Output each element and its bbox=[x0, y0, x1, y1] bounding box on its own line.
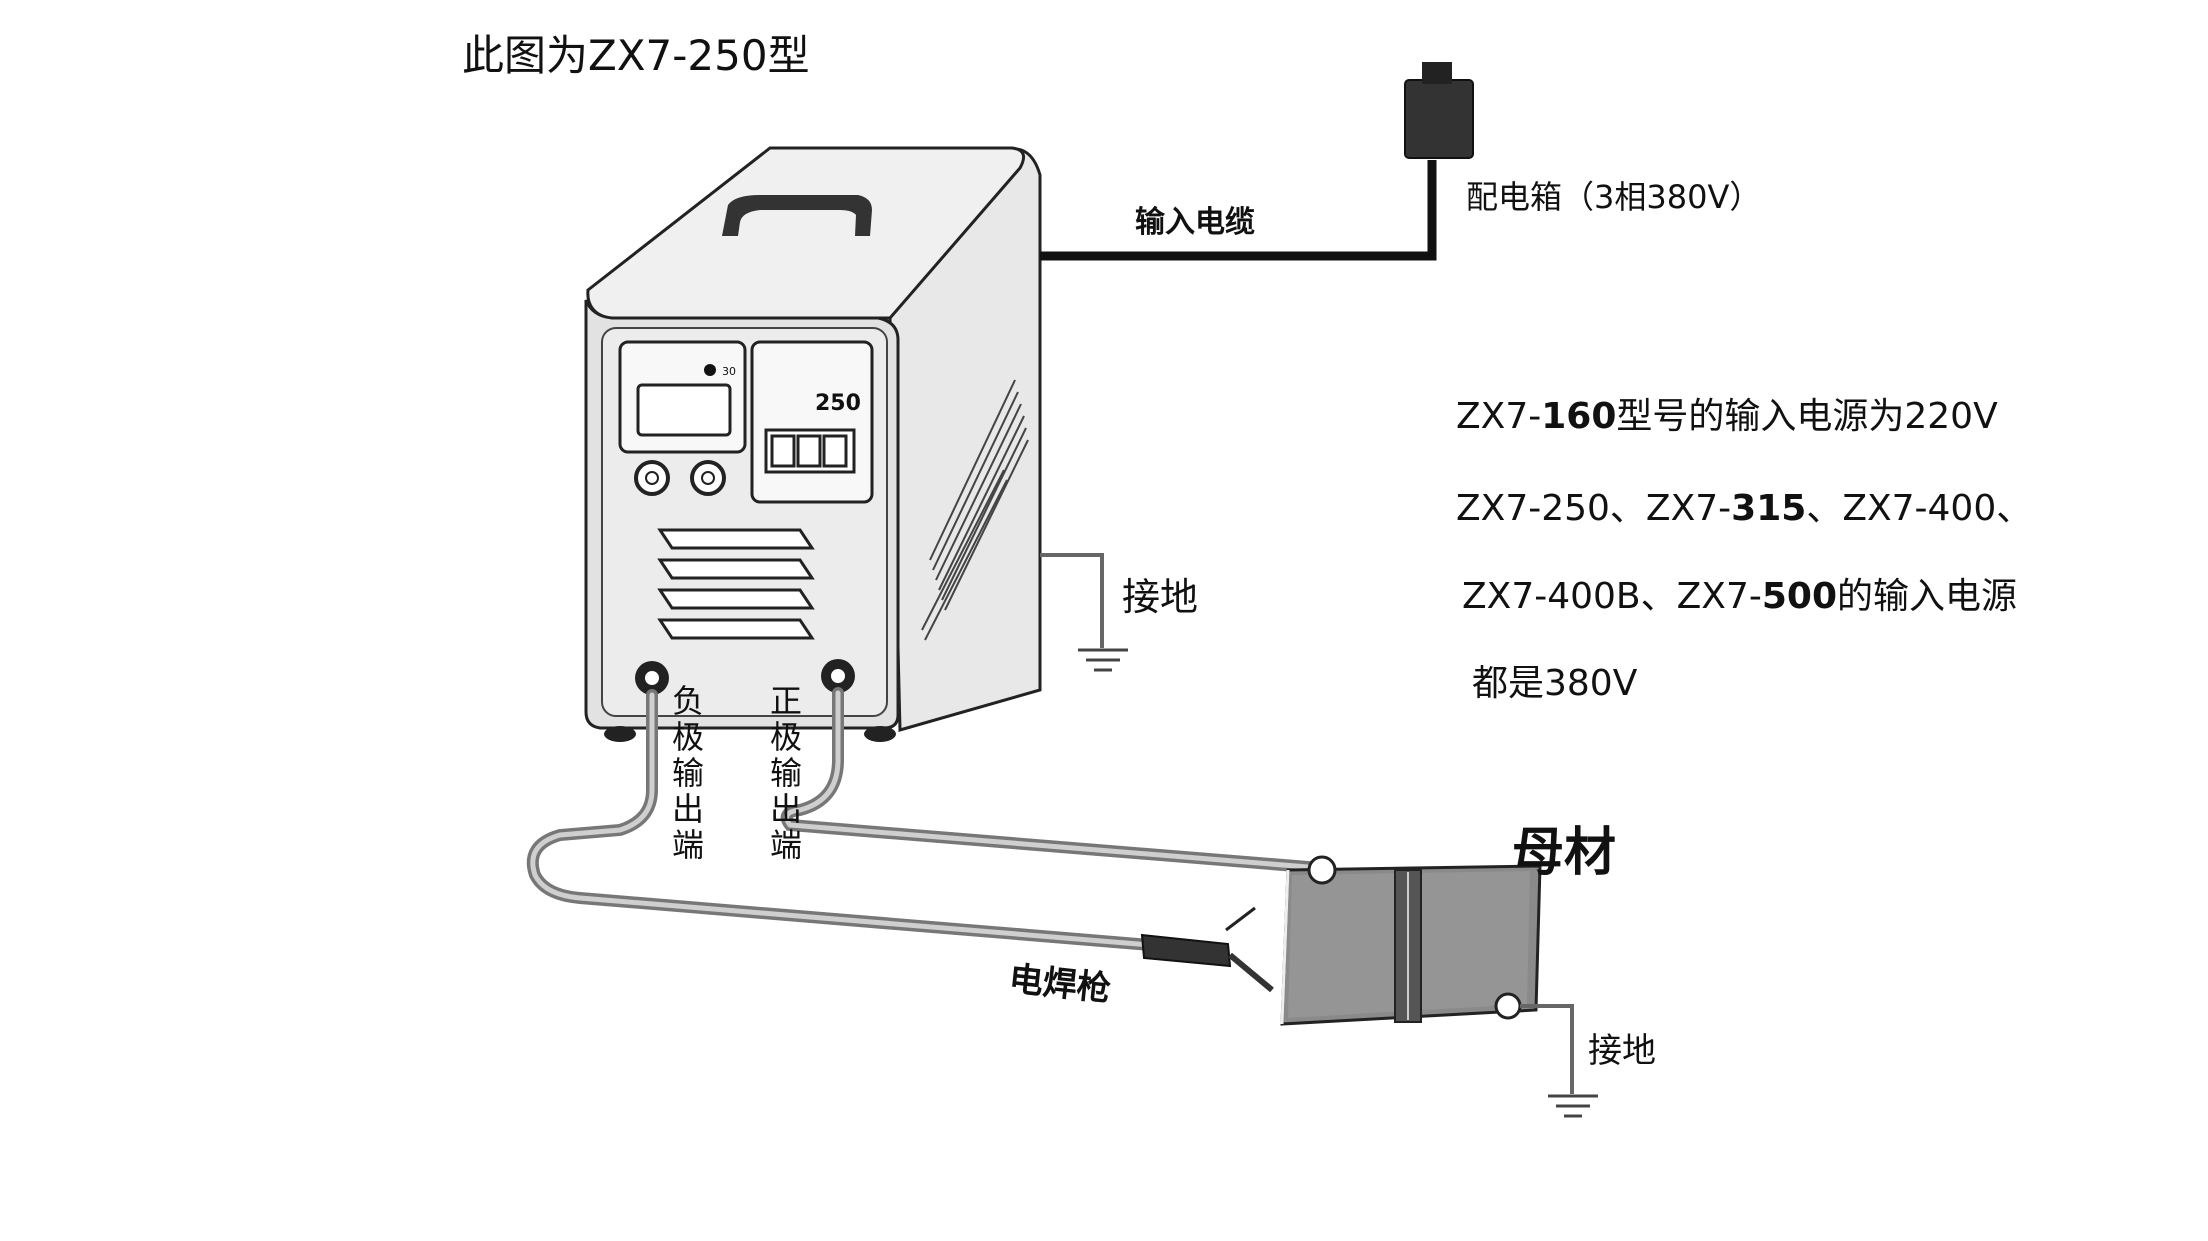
note-line-1: ZX7-160型号的输入电源为220V bbox=[1456, 396, 1998, 437]
workpiece-clamp-positive bbox=[1307, 855, 1337, 885]
base-material-plate bbox=[1280, 855, 1542, 1026]
power-box-label: 配电箱（3相380V） bbox=[1466, 178, 1761, 216]
diagram-title: 此图为ZX7-250型 bbox=[462, 31, 810, 80]
machine-handle bbox=[722, 195, 872, 236]
positive-output-char: 出 bbox=[770, 790, 802, 828]
ground-symbol-icon bbox=[1548, 1094, 1598, 1118]
welding-machine: 30 250 bbox=[584, 146, 1042, 742]
side-vents bbox=[921, 379, 1029, 641]
note-line-4: 都是380V bbox=[1472, 663, 1638, 704]
positive-output-char: 端 bbox=[770, 826, 802, 864]
welding-torch-label: 电焊枪 bbox=[1007, 959, 1113, 1009]
note-line-2: ZX7-250、ZX7-315、ZX7-400、 bbox=[1456, 488, 2032, 529]
machine-ground-label: 接地 bbox=[1122, 575, 1198, 619]
positive-output-char: 极 bbox=[770, 718, 802, 756]
indicator-light-icon bbox=[704, 364, 716, 376]
workpiece-ground-clamp bbox=[1494, 992, 1522, 1020]
input-cable-label: 输入电缆 bbox=[1135, 205, 1255, 240]
positive-output-char: 正 bbox=[770, 682, 802, 720]
positive-output-label: 正 极 输 出 端 bbox=[770, 682, 802, 864]
switch-panel bbox=[750, 340, 874, 504]
power-box-plug bbox=[1422, 62, 1452, 84]
positive-output-char: 输 bbox=[770, 754, 802, 792]
digital-display bbox=[636, 383, 732, 437]
negative-output-char: 负 bbox=[672, 682, 704, 720]
negative-output-char: 出 bbox=[672, 790, 704, 828]
negative-output-char: 输 bbox=[672, 754, 704, 792]
power-box bbox=[1404, 79, 1474, 159]
negative-output-char: 端 bbox=[672, 826, 704, 864]
workpiece-ground-wire bbox=[1520, 1004, 1574, 1094]
machine-ground-wire bbox=[1040, 553, 1104, 648]
machine-top bbox=[586, 146, 1026, 320]
negative-output-char: 极 bbox=[672, 718, 704, 756]
model-badge: 250 bbox=[815, 391, 861, 416]
negative-output-label: 负 极 输 出 端 bbox=[672, 682, 704, 864]
welding-torch bbox=[1140, 906, 1274, 993]
indicator-label: 30 bbox=[722, 365, 736, 378]
front-vents bbox=[657, 528, 815, 640]
ground-symbol-icon bbox=[1078, 648, 1128, 672]
workpiece-ground-label: 接地 bbox=[1588, 1031, 1656, 1071]
base-material-label: 母材 bbox=[1512, 823, 1616, 883]
input-cable-line bbox=[1040, 160, 1437, 261]
note-line-3: ZX7-400B、ZX7-500的输入电源 bbox=[1462, 576, 2017, 617]
input-power-notes: ZX7-160型号的输入电源为220V ZX7-250、ZX7-315、ZX7-… bbox=[1456, 396, 2032, 704]
